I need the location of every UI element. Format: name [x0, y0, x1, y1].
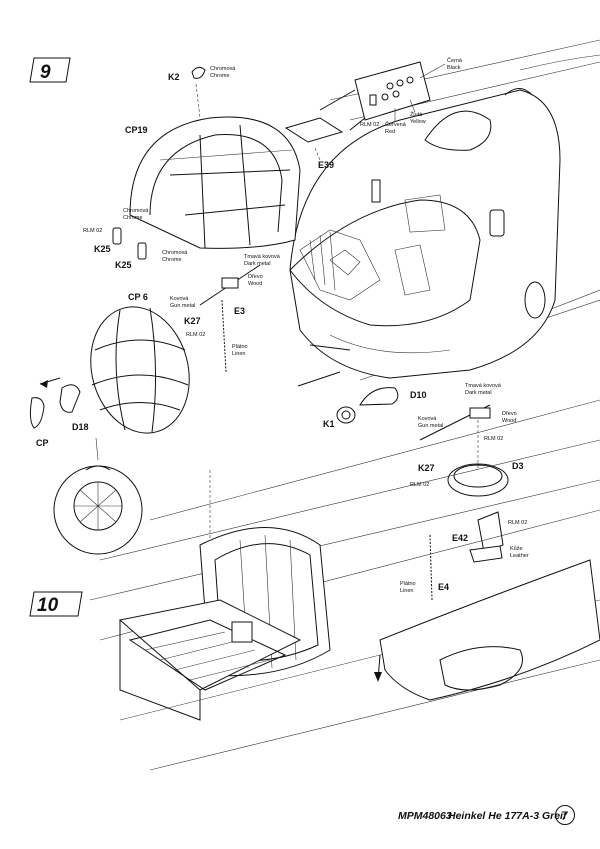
svg-text:Plátno: Plátno: [400, 581, 416, 587]
step-10-marker: 10: [29, 591, 83, 617]
svg-text:D18: D18: [72, 422, 89, 432]
svg-text:K25: K25: [94, 244, 111, 254]
svg-text:Chromová: Chromová: [210, 66, 236, 72]
svg-text:Linen: Linen: [400, 588, 413, 594]
svg-text:K2: K2: [168, 72, 180, 82]
part-E4-belt: E4 Plátno Linen: [400, 534, 449, 601]
svg-text:Tmavá kovová: Tmavá kovová: [244, 254, 281, 260]
svg-text:Wood: Wood: [502, 418, 516, 424]
svg-text:RLM 02: RLM 02: [508, 520, 527, 526]
panel-color-callouts: Černá Black Žlutá Yellow RLM 02 Červená …: [360, 57, 463, 135]
svg-text:RLM 02: RLM 02: [83, 228, 102, 234]
svg-text:RLM 02: RLM 02: [410, 482, 429, 488]
svg-text:Wood: Wood: [248, 281, 262, 287]
svg-text:E39: E39: [318, 160, 334, 170]
svg-text:CP19: CP19: [125, 125, 148, 135]
svg-text:Kovová: Kovová: [418, 416, 437, 422]
step-9-marker: 9: [29, 57, 71, 83]
svg-text:Chrome: Chrome: [210, 73, 230, 79]
svg-text:Chromová: Chromová: [162, 250, 188, 256]
svg-text:Dřevo: Dřevo: [248, 274, 263, 280]
nose-fuselage: [289, 88, 561, 379]
svg-text:Dřevo: Dřevo: [502, 411, 517, 417]
svg-text:K27: K27: [184, 316, 201, 326]
svg-text:D10: D10: [410, 390, 427, 400]
instrument-panel-inset: [319, 61, 431, 131]
svg-text:K27: K27: [418, 463, 435, 473]
svg-text:Kovová: Kovová: [170, 296, 189, 302]
part-E39: E39: [284, 117, 344, 170]
svg-text:Gun metal: Gun metal: [170, 303, 195, 309]
page-number: 7: [561, 809, 569, 823]
svg-text:K1: K1: [323, 419, 335, 429]
svg-text:Červená: Červená: [385, 121, 407, 128]
svg-text:E4: E4: [438, 582, 449, 592]
part-E42-seat: E42 RLM 02 Kůže Leather: [452, 511, 529, 563]
svg-text:Chrome: Chrome: [162, 257, 182, 263]
svg-text:Leather: Leather: [510, 553, 529, 559]
svg-text:Dark metal: Dark metal: [465, 390, 492, 396]
rear-fuselage: [89, 399, 600, 771]
part-D10-K1: D10 K1: [297, 371, 427, 429]
svg-text:Red: Red: [385, 129, 395, 135]
kit-number: MPM48063: [398, 810, 452, 822]
svg-text:Žlutá: Žlutá: [410, 110, 423, 118]
svg-text:Tmavá kovová: Tmavá kovová: [465, 383, 502, 389]
svg-text:E3: E3: [234, 306, 245, 316]
svg-text:D3: D3: [512, 461, 524, 471]
svg-text:Plátno: Plátno: [232, 344, 248, 350]
part-K25-pair: RLM 02 Chromová Chrome K25 Chromová Chro…: [83, 208, 188, 270]
part-K27-gun: Tmavá kovová Dark metal Kovová Gun metal…: [170, 254, 281, 373]
svg-text:Chromová: Chromová: [123, 208, 149, 214]
svg-text:Černá: Černá: [447, 57, 463, 64]
svg-text:RLM 02: RLM 02: [484, 436, 503, 442]
svg-text:Kůže: Kůže: [510, 545, 523, 552]
step-10-number: 10: [37, 595, 59, 616]
part-CP6-nose-glazing: CP 6: [39, 292, 190, 434]
part-D3-turret: Tmavá kovová Dark metal Kovová Gun metal…: [410, 383, 524, 497]
part-K2: K2 Chromová Chrome: [168, 66, 236, 119]
footer: MPM48063 Heinkel He 177A-3 Greif 7: [398, 805, 575, 825]
svg-text:K25: K25: [115, 260, 132, 270]
svg-text:Linen: Linen: [232, 351, 245, 357]
svg-text:Dark metal: Dark metal: [244, 261, 271, 267]
part-CP19-canopy: CP19: [125, 116, 301, 249]
step-9-number: 9: [40, 62, 51, 83]
svg-text:CP: CP: [36, 438, 49, 448]
svg-text:RLM 02: RLM 02: [360, 122, 379, 128]
svg-text:Black: Black: [447, 65, 461, 71]
kit-title: Heinkel He 177A-3 Greif: [448, 810, 568, 822]
page-number-circle: [555, 805, 575, 825]
svg-text:Yellow: Yellow: [410, 119, 426, 125]
svg-text:CP 6: CP 6: [128, 292, 148, 302]
svg-text:Chrome: Chrome: [123, 215, 143, 221]
svg-text:RLM 02: RLM 02: [186, 332, 205, 338]
svg-text:Gun metal: Gun metal: [418, 423, 443, 429]
part-CP-D18: CP D18: [29, 384, 143, 555]
svg-text:E42: E42: [452, 533, 468, 543]
